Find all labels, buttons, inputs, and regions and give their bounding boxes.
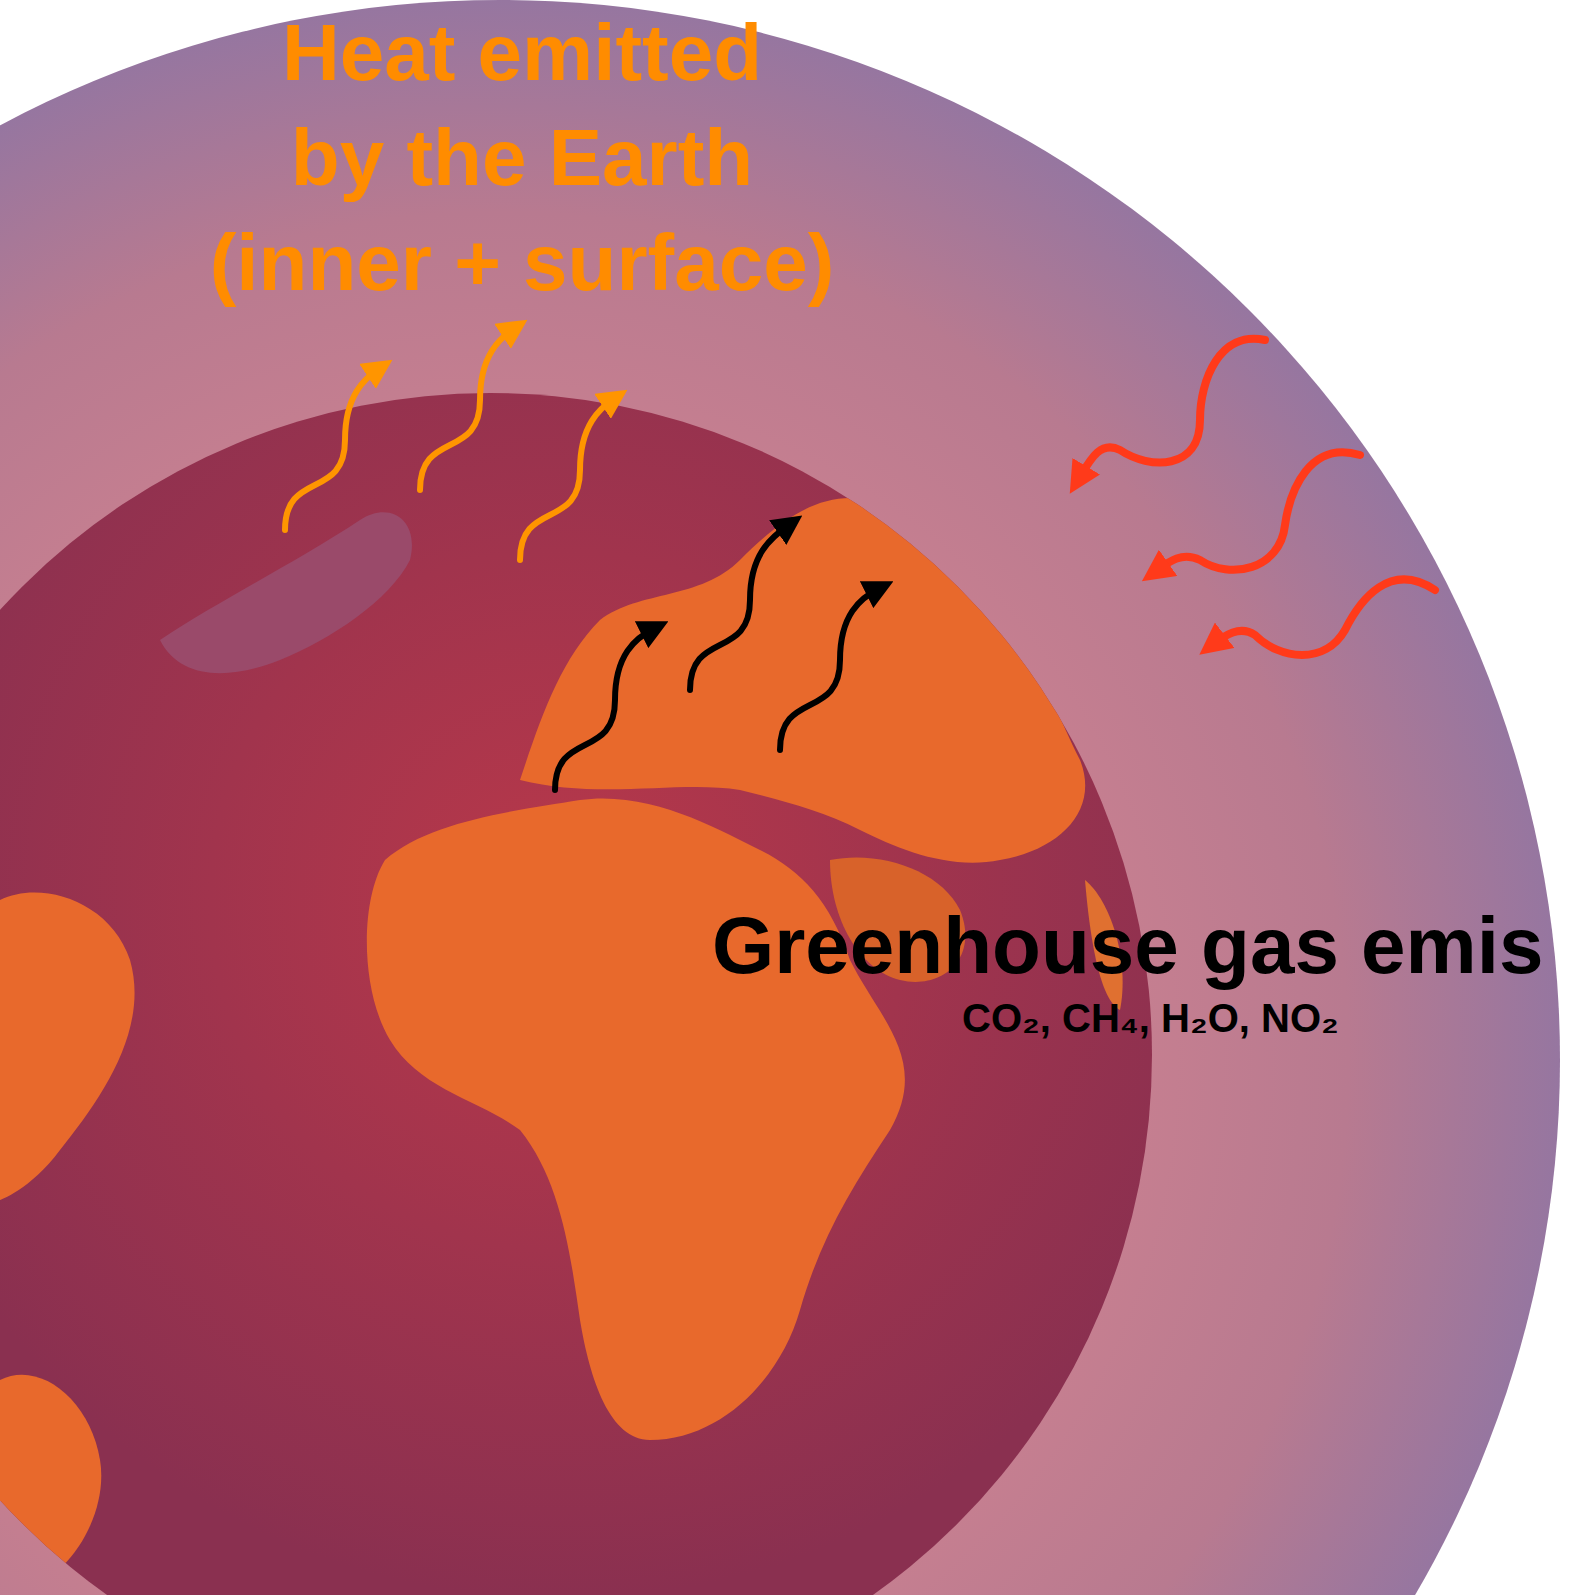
heat-label: Heat emitted by the Earth (inner + surfa… [182,0,862,315]
solar-radiation-arrows [1078,339,1435,655]
gas-formula-label: CO₂, CH₄, H₂O, NO₂ [962,995,1339,1041]
gas-label: Greenhouse gas emis [712,900,1543,992]
heat-arrows [285,328,880,790]
globe [0,393,1152,1595]
